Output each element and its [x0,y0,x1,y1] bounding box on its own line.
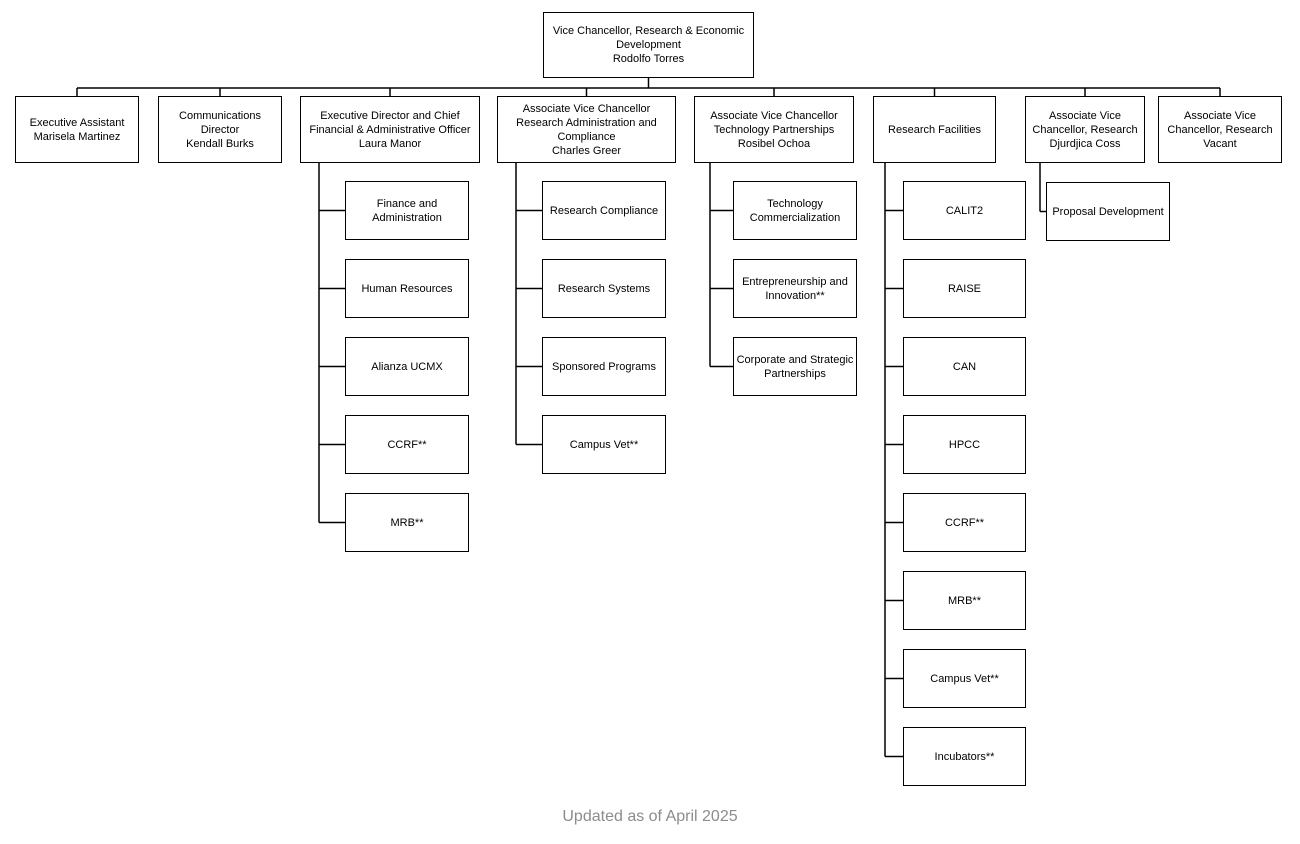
box-title: CALIT2 [945,204,984,217]
child-box-exec-director-finance-and-administration: Finance and Administration [345,181,469,240]
child-box-avc-rac-sponsored-programs: Sponsored Programs [542,337,666,396]
box-person: Rodolfo Torres [612,53,685,65]
child-box-research-facilities-mrb: MRB** [903,571,1026,630]
child-box-research-facilities-can: CAN [903,337,1026,396]
box-title: Corporate and Strategic Partnerships [736,353,854,380]
updated-note: Updated as of April 2025 [562,808,738,825]
level1-box-research-facilities: Research Facilities [873,96,996,163]
child-box-exec-director-human-resources: Human Resources [345,259,469,318]
box-title: Associate Vice Chancellor Research Admin… [516,102,657,143]
box-title: Incubators** [934,750,995,763]
box-title: CCRF** [944,516,985,529]
child-box-exec-director-ccrf: CCRF** [345,415,469,474]
level1-box-avc-rac: Associate Vice Chancellor Research Admin… [497,96,676,163]
child-box-research-facilities-hpcc: HPCC [903,415,1026,474]
level1-box-avc-tp: Associate Vice Chancellor Technology Par… [694,96,854,163]
root-box: Vice Chancellor, Research & Economic Dev… [543,12,754,78]
box-person: Rosibel Ochoa [737,137,811,150]
child-box-avc-rac-research-compliance: Research Compliance [542,181,666,240]
box-person: Kendall Burks [186,137,254,150]
box-person: Djurdjica Coss [1049,137,1121,150]
box-title: MRB** [947,594,981,607]
box-title: CCRF** [387,438,427,451]
box-title: Campus Vet** [930,672,999,685]
child-box-research-facilities-campus-vet: Campus Vet** [903,649,1026,708]
box-title: Proposal Development [1052,205,1164,218]
box-person: Marisela Martinez [33,130,121,143]
child-box-avc-research-coss-proposal-development: Proposal Development [1046,182,1170,241]
box-title: CAN [952,360,977,373]
child-box-avc-tp-technology-commercialization: Technology Commercialization [733,181,857,240]
box-title: Associate Vice Chancellor, Research [1167,109,1273,136]
child-box-research-facilities-raise: RAISE [903,259,1026,318]
box-title: Communications Director [179,109,261,136]
box-title: Sponsored Programs [552,360,656,373]
box-title: HPCC [948,438,981,451]
box-person: Charles Greer [551,144,622,157]
box-title: MRB** [390,516,424,529]
box-person: Vacant [1203,137,1237,150]
child-box-avc-tp-corporate-and-strategic-partnerships: Corporate and Strategic Partnerships [733,337,857,396]
child-box-avc-rac-campus-vet: Campus Vet** [542,415,666,474]
box-title: Executive Director and Chief Financial &… [309,109,471,136]
level1-box-exec-director: Executive Director and Chief Financial &… [300,96,480,163]
box-title: Research Facilities [888,123,981,136]
box-title: RAISE [947,282,981,295]
box-title: Executive Assistant [29,116,125,129]
child-box-exec-director-alianza-ucmx: Alianza UCMX [345,337,469,396]
box-title: Research Compliance [549,204,659,217]
box-title: Associate Vice Chancellor Technology Par… [710,109,838,136]
child-box-research-facilities-ccrf: CCRF** [903,493,1026,552]
box-title: Technology Commercialization [749,197,841,224]
child-box-research-facilities-calit2: CALIT2 [903,181,1026,240]
child-box-avc-tp-entrepreneurship-and-innovation: Entrepreneurship and Innovation** [733,259,857,318]
box-title: Research Systems [557,282,651,295]
child-box-avc-rac-research-systems: Research Systems [542,259,666,318]
box-title: Campus Vet** [569,438,639,451]
box-person: Laura Manor [358,137,422,150]
box-title: Alianza UCMX [371,360,443,373]
box-title: Associate Vice Chancellor, Research [1032,109,1138,136]
box-title: Entrepreneurship and Innovation** [742,275,848,302]
child-box-exec-director-mrb: MRB** [345,493,469,552]
child-box-research-facilities-incubators: Incubators** [903,727,1026,786]
box-title: Finance and Administration [372,197,442,224]
box-title: Human Resources [361,282,453,295]
box-title: Vice Chancellor, Research & Economic Dev… [552,25,745,51]
